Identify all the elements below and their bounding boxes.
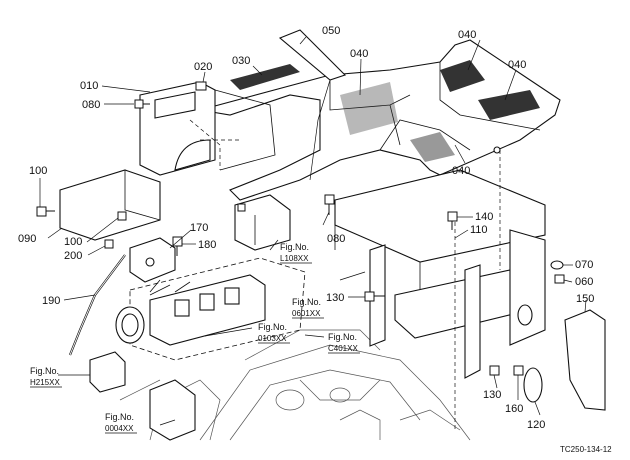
engine-part-0004 — [149, 379, 196, 441]
fig-ref-0103: Fig.No. 0103XX — [258, 322, 290, 344]
label-160: 160 — [505, 403, 523, 415]
label-060: 060 — [575, 276, 593, 288]
svg-text:H215XX: H215XX — [30, 378, 60, 387]
part-labels: 010 020 030 050 040 040 040 040 080 100 … — [18, 25, 594, 431]
label-140: 140 — [475, 211, 493, 223]
label-080-b: 080 — [327, 233, 345, 245]
label-040-b: 040 — [458, 29, 476, 41]
fig-ref-0004: Fig.No. 0004XX — [105, 412, 137, 434]
label-010: 010 — [80, 80, 98, 92]
label-130-a: 130 — [326, 292, 344, 304]
bolt-160 — [513, 365, 524, 376]
svg-text:Fig.No.: Fig.No. — [258, 322, 287, 332]
label-180: 180 — [198, 239, 216, 251]
fig-ref-c401: Fig.No. C401XX — [328, 332, 360, 354]
left-bracket-010 — [139, 81, 276, 176]
svg-text:Fig.No.: Fig.No. — [105, 412, 134, 422]
label-040-d: 040 — [452, 165, 470, 177]
label-100-b: 100 — [64, 236, 82, 248]
label-100-a: 100 — [29, 165, 47, 177]
fig-ref-0601: Fig.No. 0601XX — [292, 297, 324, 319]
label-170: 170 — [190, 222, 208, 234]
pipe-190 — [68, 254, 126, 356]
svg-text:Fig.No.: Fig.No. — [30, 366, 59, 376]
svg-text:Fig.No.: Fig.No. — [328, 332, 357, 342]
label-200: 200 — [64, 250, 82, 262]
label-120: 120 — [527, 419, 545, 431]
bolt-100 — [36, 206, 55, 217]
main-frame-110 — [334, 169, 546, 379]
bracket-170 — [129, 237, 176, 283]
label-070: 070 — [575, 259, 593, 271]
label-050: 050 — [322, 25, 340, 37]
cover-mat-050 — [278, 29, 347, 81]
nut-060 — [554, 274, 565, 284]
fig-ref-l108: Fig.No. L108XX — [280, 242, 312, 264]
nut-020 — [195, 81, 207, 91]
figure-references: Fig.No. L108XX Fig.No. 0601XX Fig.No. 01… — [30, 242, 360, 434]
bolt-130-a — [364, 291, 385, 302]
label-020: 020 — [194, 61, 212, 73]
floor-step-plate — [199, 39, 561, 201]
bracket-h215 — [89, 351, 126, 393]
label-130-b: 130 — [483, 389, 501, 401]
svg-text:L108XX: L108XX — [280, 254, 309, 263]
center-bracket — [234, 194, 291, 251]
label-190: 190 — [42, 295, 60, 307]
svg-text:Fig.No.: Fig.No. — [280, 242, 309, 252]
svg-text:0601XX: 0601XX — [292, 309, 321, 318]
label-040-a: 040 — [350, 48, 368, 60]
svg-text:Fig.No.: Fig.No. — [292, 297, 321, 307]
bolt-100-b — [117, 211, 127, 221]
bolt-080-a — [134, 99, 150, 109]
svg-text:0103XX: 0103XX — [258, 334, 287, 343]
bolt-130-b — [489, 365, 500, 376]
label-040-c: 040 — [508, 59, 526, 71]
label-030: 030 — [232, 55, 250, 67]
drawing-code: TC250-134-12 — [560, 445, 612, 454]
label-090: 090 — [18, 233, 36, 245]
fig-ref-h215: Fig.No. H215XX — [30, 366, 62, 388]
leader-lines — [39, 36, 587, 426]
label-150: 150 — [576, 293, 594, 305]
washer-070 — [550, 260, 564, 270]
label-110: 110 — [470, 224, 488, 236]
bolt-140 — [447, 211, 458, 230]
exhaust-manifold — [115, 257, 306, 361]
small-bolt-l108 — [237, 203, 246, 212]
side-panel-150 — [564, 309, 606, 411]
lower-left-plate — [59, 169, 161, 241]
grommet-120 — [523, 367, 543, 403]
bolt-080-b — [324, 194, 335, 215]
svg-text:C401XX: C401XX — [328, 344, 358, 353]
bolt-200 — [104, 239, 114, 249]
cable-line — [309, 79, 331, 181]
svg-text:0004XX: 0004XX — [105, 424, 134, 433]
label-080-a: 080 — [82, 99, 100, 111]
